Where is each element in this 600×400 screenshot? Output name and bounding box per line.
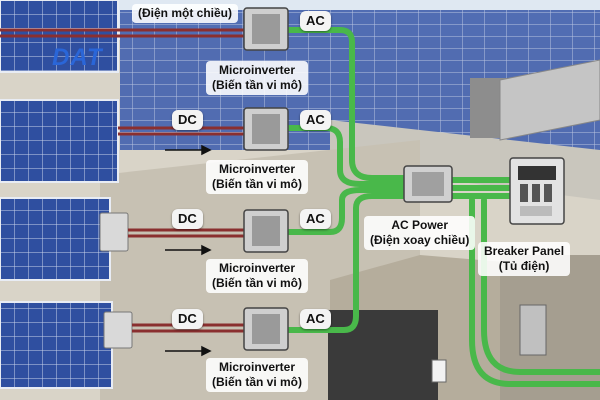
- microinverter-subtitle-3: (Biến tần vi mô): [212, 276, 303, 290]
- junction-box-3: [99, 212, 129, 252]
- ac-badge-1: AC: [300, 11, 331, 31]
- dc-badge-3: DC: [172, 209, 203, 229]
- microinverter-1: [243, 7, 289, 51]
- microinverter-2: [243, 107, 289, 151]
- rooftop-sign: [499, 59, 600, 141]
- dc-badge-4: DC: [172, 309, 203, 329]
- microinverter-3: [243, 209, 289, 253]
- microinverter-4: [243, 307, 289, 351]
- ac-power-subtitle: (Điện xoay chiều): [370, 233, 470, 247]
- microinverter-caption-1: Microinverter (Biến tần vi mô): [206, 61, 309, 95]
- top-dc-caption: (Điện một chiều): [132, 4, 239, 23]
- microinverter-subtitle-2: (Biến tần vi mô): [212, 177, 303, 191]
- breaker-panel-caption: Breaker Panel (Tủ điện): [478, 242, 571, 276]
- ac-power-title: AC Power: [391, 218, 449, 232]
- microinverter-caption-3: Microinverter (Biến tần vi mô): [206, 259, 309, 293]
- wall-electric-box: [519, 304, 547, 356]
- ac-combiner-box: [403, 165, 453, 203]
- ac-power-caption: AC Power (Điện xoay chiều): [364, 216, 476, 250]
- solar-panel-4: [0, 301, 113, 389]
- microinverter-caption-4: Microinverter (Biến tần vi mô): [206, 358, 309, 392]
- loading-door: [328, 310, 438, 400]
- microinverter-caption-2: Microinverter (Biến tần vi mô): [206, 160, 309, 194]
- microinverter-title-1: Microinverter: [218, 63, 296, 77]
- breaker-panel-subtitle: (Tủ điện): [498, 259, 550, 273]
- microinverter-subtitle-4: (Biến tần vi mô): [212, 375, 303, 389]
- ac-cables: [285, 27, 600, 387]
- ac-badge-2: AC: [300, 110, 331, 130]
- dat-logo: DAT: [52, 44, 103, 71]
- right-structure: [500, 255, 600, 400]
- breaker-panel-title: Breaker Panel: [484, 244, 565, 258]
- warning-sign: [431, 359, 447, 383]
- microinverter-title-3: Microinverter: [218, 261, 296, 275]
- microinverter-subtitle-1: (Biến tần vi mô): [212, 78, 303, 92]
- ac-badge-4: AC: [300, 309, 331, 329]
- solar-panel-2: [0, 99, 119, 183]
- dc-badge-2: DC: [172, 110, 203, 130]
- breaker-panel-box: [509, 157, 565, 225]
- junction-box-4: [103, 311, 133, 349]
- solar-panel-3: [0, 197, 111, 281]
- ac-badge-3: AC: [300, 209, 331, 229]
- flow-arrows: [165, 144, 212, 357]
- microinverter-title-2: Microinverter: [218, 162, 296, 176]
- microinverter-title-4: Microinverter: [218, 360, 296, 374]
